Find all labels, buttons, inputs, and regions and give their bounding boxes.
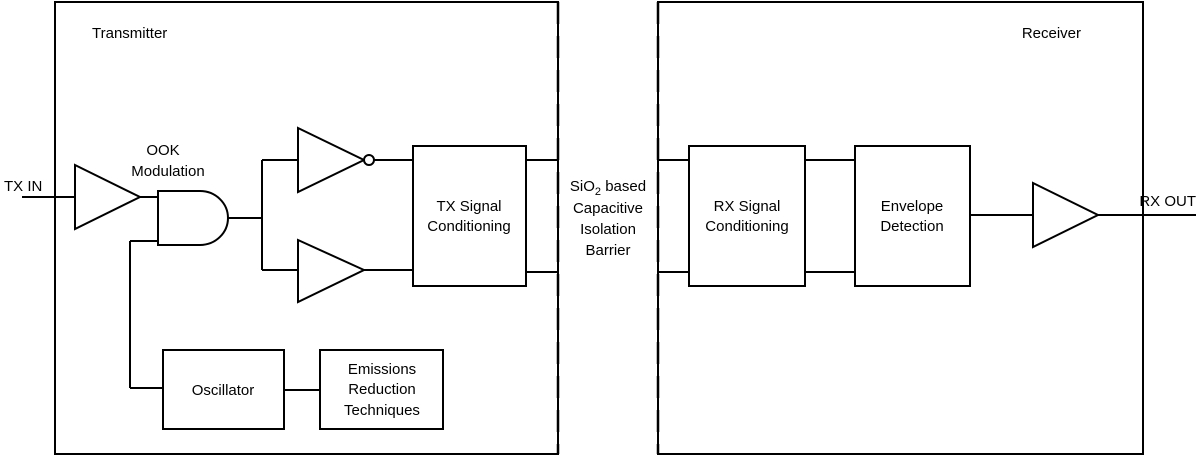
non-inverting-buffer bbox=[297, 238, 367, 304]
tx-in-label: TX IN bbox=[4, 178, 42, 195]
modulation-label: Modulation bbox=[131, 163, 204, 180]
ook-and-gate bbox=[157, 190, 229, 246]
envelope-detection-block bbox=[854, 145, 971, 287]
envelope-line2: Detection bbox=[880, 218, 943, 235]
inverting-buffer bbox=[297, 126, 367, 194]
rx-conditioning-line2: Conditioning bbox=[705, 218, 788, 235]
inverter-bubble bbox=[363, 154, 375, 166]
tx-conditioning-line2: Conditioning bbox=[427, 218, 510, 235]
ook-label: OOK bbox=[146, 142, 179, 159]
output-buffer bbox=[1032, 181, 1101, 249]
barrier-label-line1: SiO2 based bbox=[570, 178, 646, 198]
barrier-label-line2: Capacitive bbox=[573, 200, 643, 217]
emissions-reduction-block bbox=[319, 349, 444, 430]
emissions-line2: Reduction bbox=[348, 381, 416, 398]
emissions-line1: Emissions bbox=[348, 361, 416, 378]
receiver-label: Receiver bbox=[1022, 25, 1081, 42]
tx-conditioning-line1: TX Signal bbox=[436, 198, 501, 215]
rx-out-label: RX OUT bbox=[1139, 193, 1196, 210]
oscillator-block bbox=[162, 349, 285, 430]
oscillator-label: Oscillator bbox=[192, 382, 255, 399]
rx-conditioning-line1: RX Signal bbox=[714, 198, 781, 215]
transmitter-label: Transmitter bbox=[92, 25, 167, 42]
envelope-line1: Envelope bbox=[881, 198, 944, 215]
emissions-line3: Techniques bbox=[344, 402, 420, 419]
barrier-label-line3: Isolation bbox=[580, 221, 636, 238]
rx-signal-conditioning-block bbox=[688, 145, 806, 287]
tx-signal-conditioning-block bbox=[412, 145, 527, 287]
input-buffer bbox=[74, 163, 143, 231]
barrier-label-line4: Barrier bbox=[585, 242, 630, 259]
